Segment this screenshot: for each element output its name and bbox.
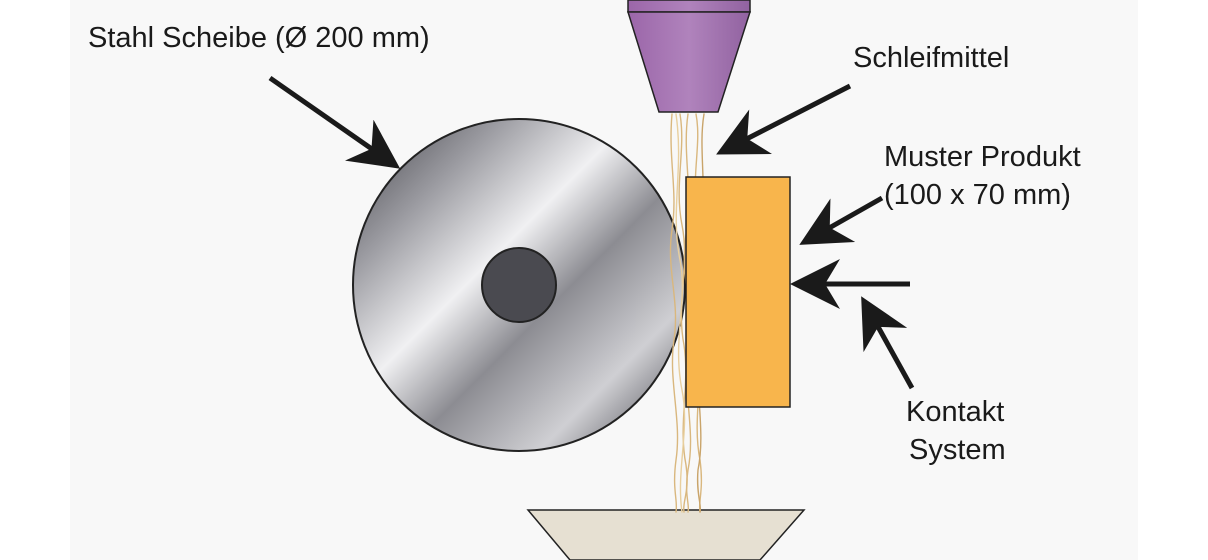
abrasive-pointer-arrow: [716, 83, 852, 155]
contact-label-line1: Kontakt: [906, 396, 1005, 428]
steel-disc: [352, 118, 686, 452]
contact-system-pointer-arrow: [861, 296, 915, 390]
abrasive-collector: [526, 509, 806, 560]
right-margin: [1138, 0, 1208, 560]
sample-label-line1: Muster Produkt: [884, 141, 1081, 173]
left-margin: [0, 0, 70, 560]
abrasive-label: Schleifmittel: [853, 42, 1010, 74]
sample-pointer-arrow: [799, 195, 884, 245]
sample-label-line2: (100 x 70 mm): [884, 179, 1071, 211]
disc-hub: [481, 247, 557, 323]
contact-label-line2: System: [909, 434, 1006, 466]
sample-product: [685, 176, 791, 408]
steel-disc-pointer-arrow: [268, 75, 401, 169]
steel-disc-label: Stahl Scheibe (Ø 200 mm): [88, 22, 430, 54]
abrasive-hopper: [626, 0, 752, 113]
